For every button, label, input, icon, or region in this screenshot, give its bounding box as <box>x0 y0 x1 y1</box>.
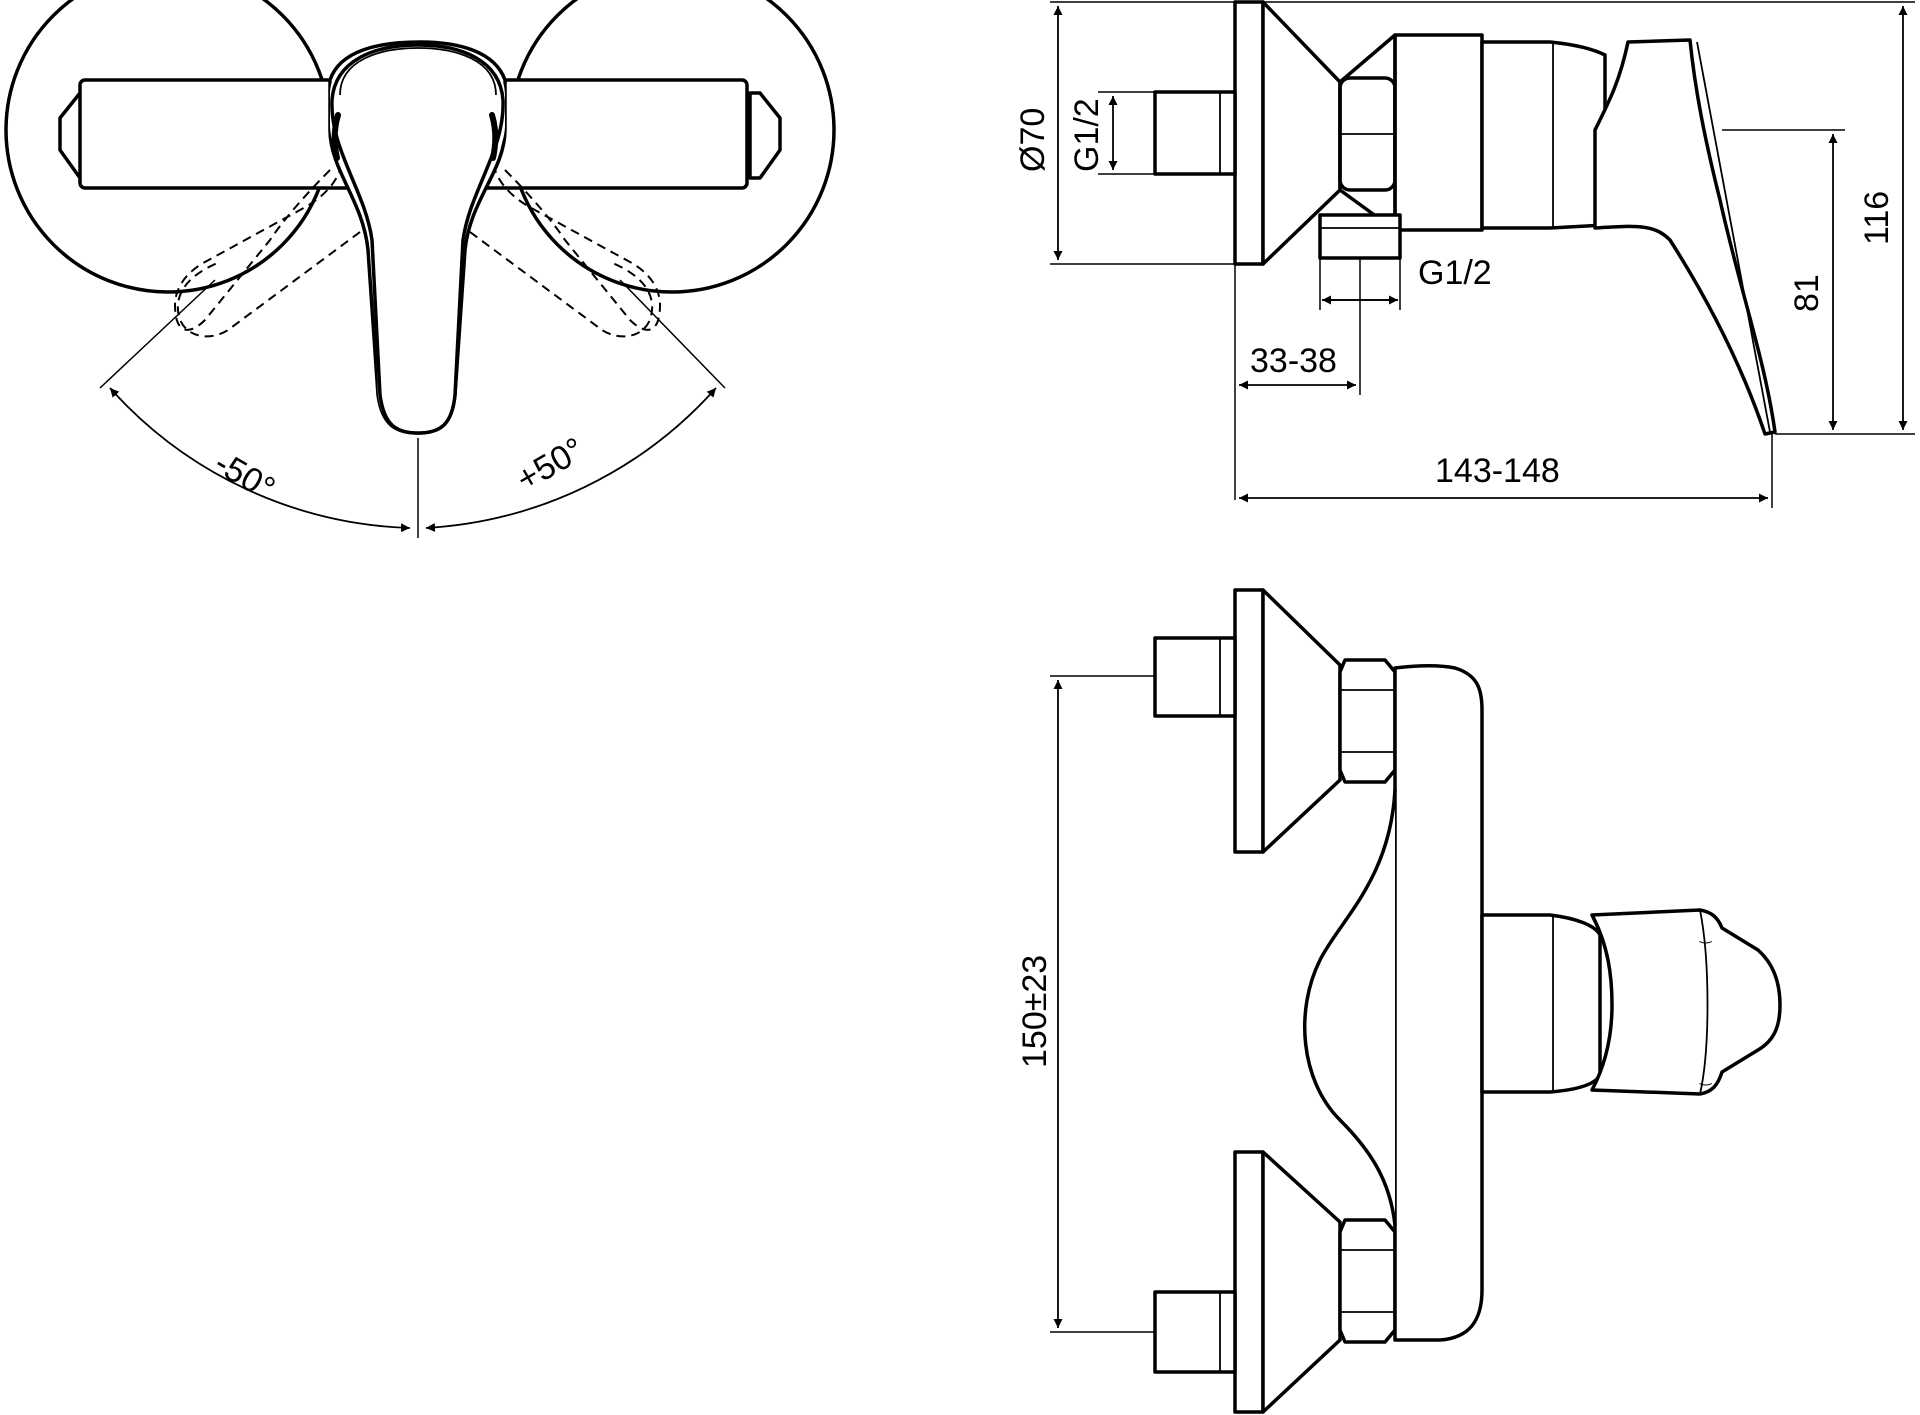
side-cartridge <box>1480 40 1607 230</box>
front-body-bar <box>1393 664 1484 1342</box>
centre-distance-label: 150±23 <box>1016 955 1054 1068</box>
lever-handle-edge <box>339 47 497 96</box>
side-bottom-outlet <box>1318 213 1402 260</box>
inlet-thread-label: G1/2 <box>1068 98 1106 172</box>
indicator-bottom: ‿ <box>1699 1069 1712 1085</box>
side-inlet-stub <box>1153 90 1237 176</box>
side-body-angled <box>1338 33 1397 232</box>
side-view: Ø70 G1/2 G1/2 33-38 143-148 81 116 <box>1014 0 1915 508</box>
front-cartridge <box>1480 913 1602 1094</box>
top-view: -50° +50° <box>4 0 836 538</box>
front-lever-curve <box>1699 909 1709 1095</box>
rotated-handle-left <box>173 169 341 331</box>
lower-inlet-stub <box>1153 1290 1237 1374</box>
diameter-label: Ø70 <box>1014 108 1052 172</box>
angle-arc-right <box>425 387 717 532</box>
pos-angle-label: +50° <box>510 430 591 499</box>
lever-handle-outline <box>330 43 505 435</box>
upper-cone <box>1261 588 1342 854</box>
lower-nut <box>1338 1218 1397 1344</box>
outlet-thread-label: G1/2 <box>1418 254 1492 292</box>
angle-arc-left <box>109 387 411 533</box>
side-body <box>1393 33 1484 232</box>
front-lever <box>1590 908 1782 1096</box>
rotated-handle-right-tip <box>469 231 654 338</box>
right-nut <box>748 91 782 180</box>
indicator-top: ‿ <box>1699 927 1712 943</box>
upper-wall-plate <box>1233 588 1265 854</box>
lever-handle-fill <box>330 44 505 433</box>
rotated-handle-left-tip <box>176 231 361 338</box>
side-lever-line <box>1696 41 1771 433</box>
front-view: ‿ ‿ 150±23 <box>1016 588 1782 1414</box>
side-wall-plate <box>1233 0 1265 266</box>
handle-height-label: 81 <box>1788 274 1826 312</box>
side-lever <box>1593 38 1777 436</box>
rotated-handle-right <box>494 169 662 331</box>
wall-range-label: 33-38 <box>1250 342 1337 380</box>
angle-extension-right <box>619 279 726 389</box>
lower-cone <box>1261 1150 1342 1414</box>
front-body-waist <box>1303 788 1397 1227</box>
angle-extension-left <box>99 279 216 389</box>
total-height-label: 116 <box>1858 191 1896 245</box>
upper-inlet-stub <box>1153 636 1237 718</box>
overall-depth-label: 143-148 <box>1435 452 1560 490</box>
lower-wall-plate <box>1233 1150 1265 1414</box>
upper-nut <box>1338 658 1397 784</box>
